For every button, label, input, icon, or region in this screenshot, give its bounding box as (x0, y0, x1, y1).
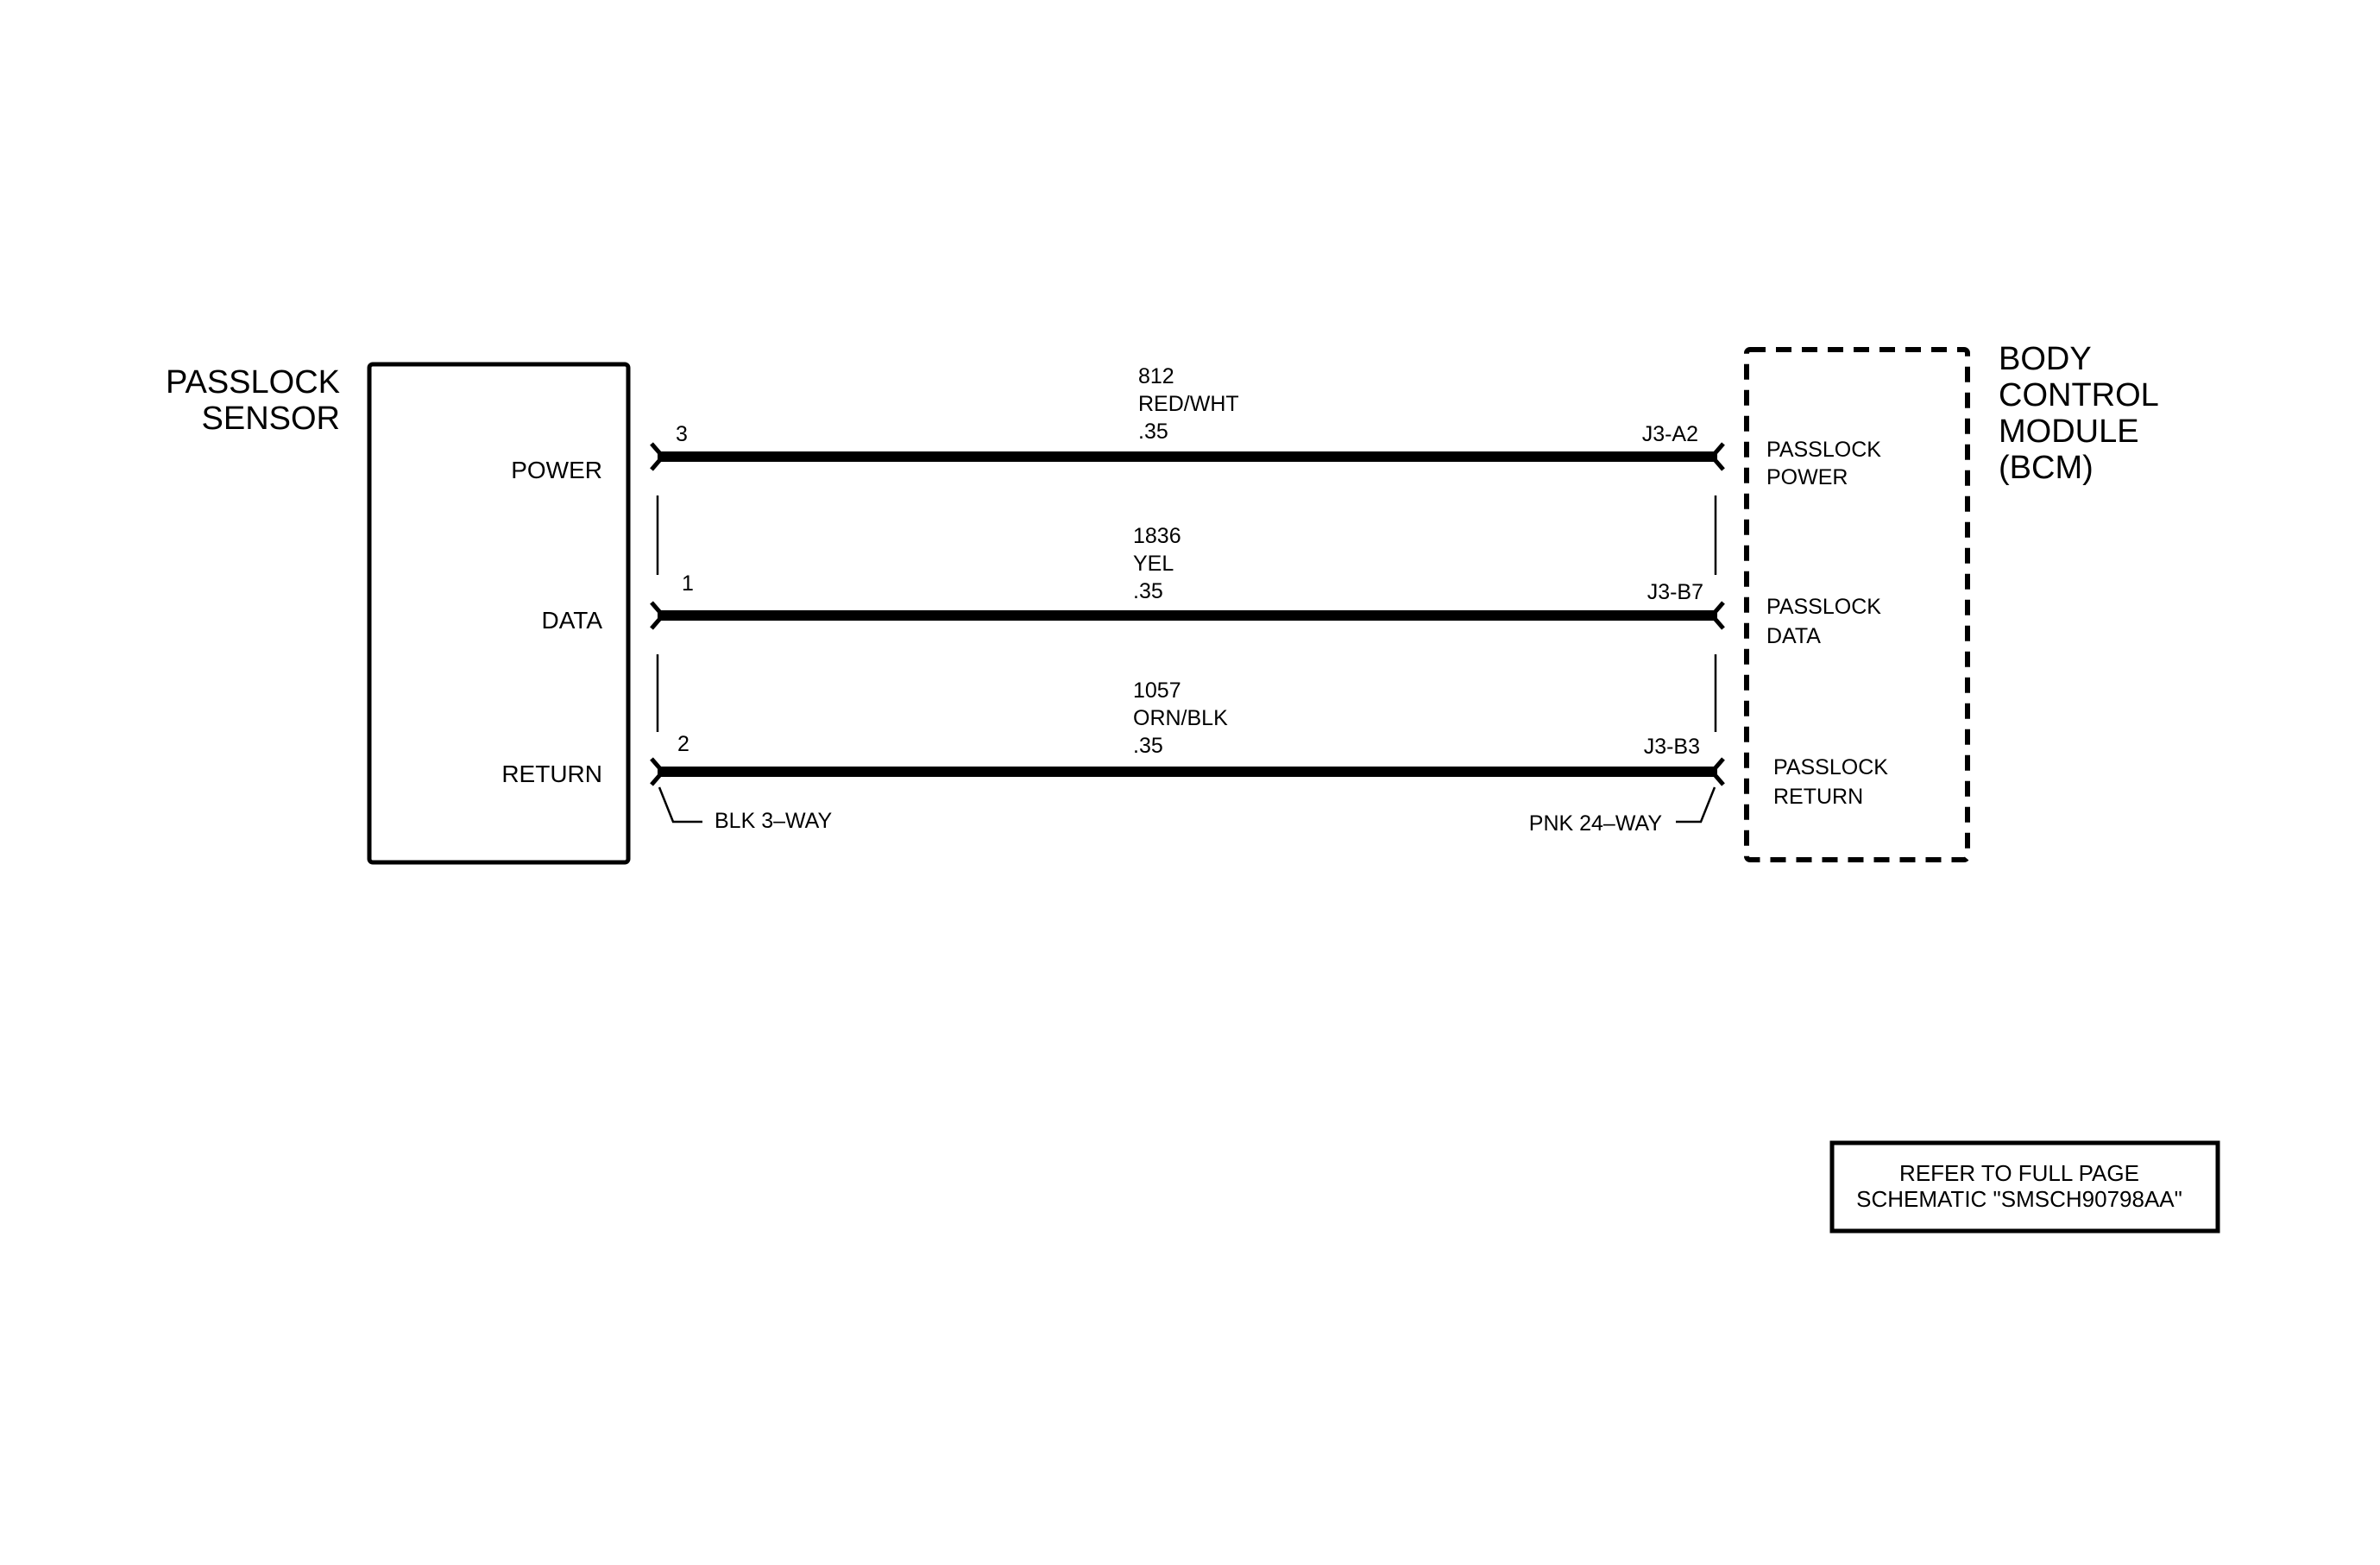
circuit-number: 812 (1138, 364, 1174, 388)
sensor-title-line-1: PASSLOCK (166, 364, 340, 401)
reference-note: REFER TO FULL PAGE SCHEMATIC "SMSCH90798… (1829, 1140, 2220, 1234)
sensor-connector-terminal (650, 757, 666, 786)
reference-note-box (1829, 1140, 2220, 1234)
sensor-pin-number: 2 (677, 732, 689, 756)
bcm-connector-label: PNK 24–WAY (1529, 811, 1663, 836)
wire-size: .35 (1133, 734, 1163, 758)
sensor-connector-terminal (650, 442, 666, 471)
wire-size: .35 (1133, 579, 1163, 603)
bcm-terminal-label-line-2: POWER (1766, 465, 1848, 489)
bcm-terminal-label-line-1: PASSLOCK (1766, 595, 1881, 619)
bcm-terminal-label-line-2: DATA (1766, 624, 1821, 648)
bcm-side-connector: PNK 24–WAY (1529, 495, 1717, 836)
sensor-pin-number: 1 (682, 571, 694, 596)
bcm-pin: J3-B3 (1644, 735, 1700, 759)
sensor-box (367, 362, 631, 865)
bcm-box (1744, 347, 1970, 862)
sensor-title-line-2: SENSOR (202, 401, 340, 437)
bcm-title-line-2: CONTROL (1999, 377, 2159, 413)
bcm-connector-terminal (1709, 601, 1725, 630)
passlock-sensor: PASSLOCK SENSOR (166, 362, 631, 865)
reference-note-line-2: SCHEMATIC "SMSCH90798AA" (1856, 1186, 2182, 1212)
circuit-return: RETURN 2 1057 ORN/BLK .35 J3-B3 PASSLOCK… (501, 678, 1888, 809)
circuit-number: 1836 (1133, 524, 1181, 548)
wire-color: YEL (1133, 552, 1174, 576)
bcm-title-line-3: MODULE (1999, 413, 2139, 450)
body-control-module: BODY CONTROL MODULE (BCM) (1744, 341, 2159, 862)
bcm-title-line-1: BODY (1999, 341, 2092, 377)
wire-color: RED/WHT (1138, 392, 1239, 416)
sensor-connector-label: BLK 3–WAY (715, 809, 832, 833)
circuit-data: DATA 1 1836 YEL .35 J3-B7 PASSLOCK DATA (541, 524, 1881, 648)
bcm-connector-terminal (1709, 757, 1725, 786)
wire-color: ORN/BLK (1133, 706, 1228, 730)
sensor-side-connector: BLK 3–WAY (656, 495, 832, 833)
sensor-connector-terminal (650, 601, 666, 630)
bcm-connector-terminal (1709, 442, 1725, 471)
bcm-terminal-label-line-2: RETURN (1773, 785, 1863, 809)
sensor-terminal-label: POWER (511, 457, 602, 483)
bcm-pin: J3-A2 (1642, 422, 1698, 446)
bcm-terminal-label-line-1: PASSLOCK (1773, 755, 1888, 779)
sensor-terminal-label: RETURN (501, 760, 602, 787)
bcm-terminal-label-line-1: PASSLOCK (1766, 438, 1881, 462)
circuit-power: POWER 3 812 RED/WHT .35 J3-A2 PASSLOCK P… (511, 364, 1881, 489)
circuit-number: 1057 (1133, 678, 1181, 703)
reference-note-line-1: REFER TO FULL PAGE (1899, 1160, 2139, 1186)
bcm-pin: J3-B7 (1647, 580, 1703, 604)
wire-size: .35 (1138, 420, 1168, 444)
sensor-terminal-label: DATA (541, 607, 602, 634)
sensor-pin-number: 3 (676, 422, 688, 446)
bcm-title-line-4: (BCM) (1999, 450, 2094, 486)
